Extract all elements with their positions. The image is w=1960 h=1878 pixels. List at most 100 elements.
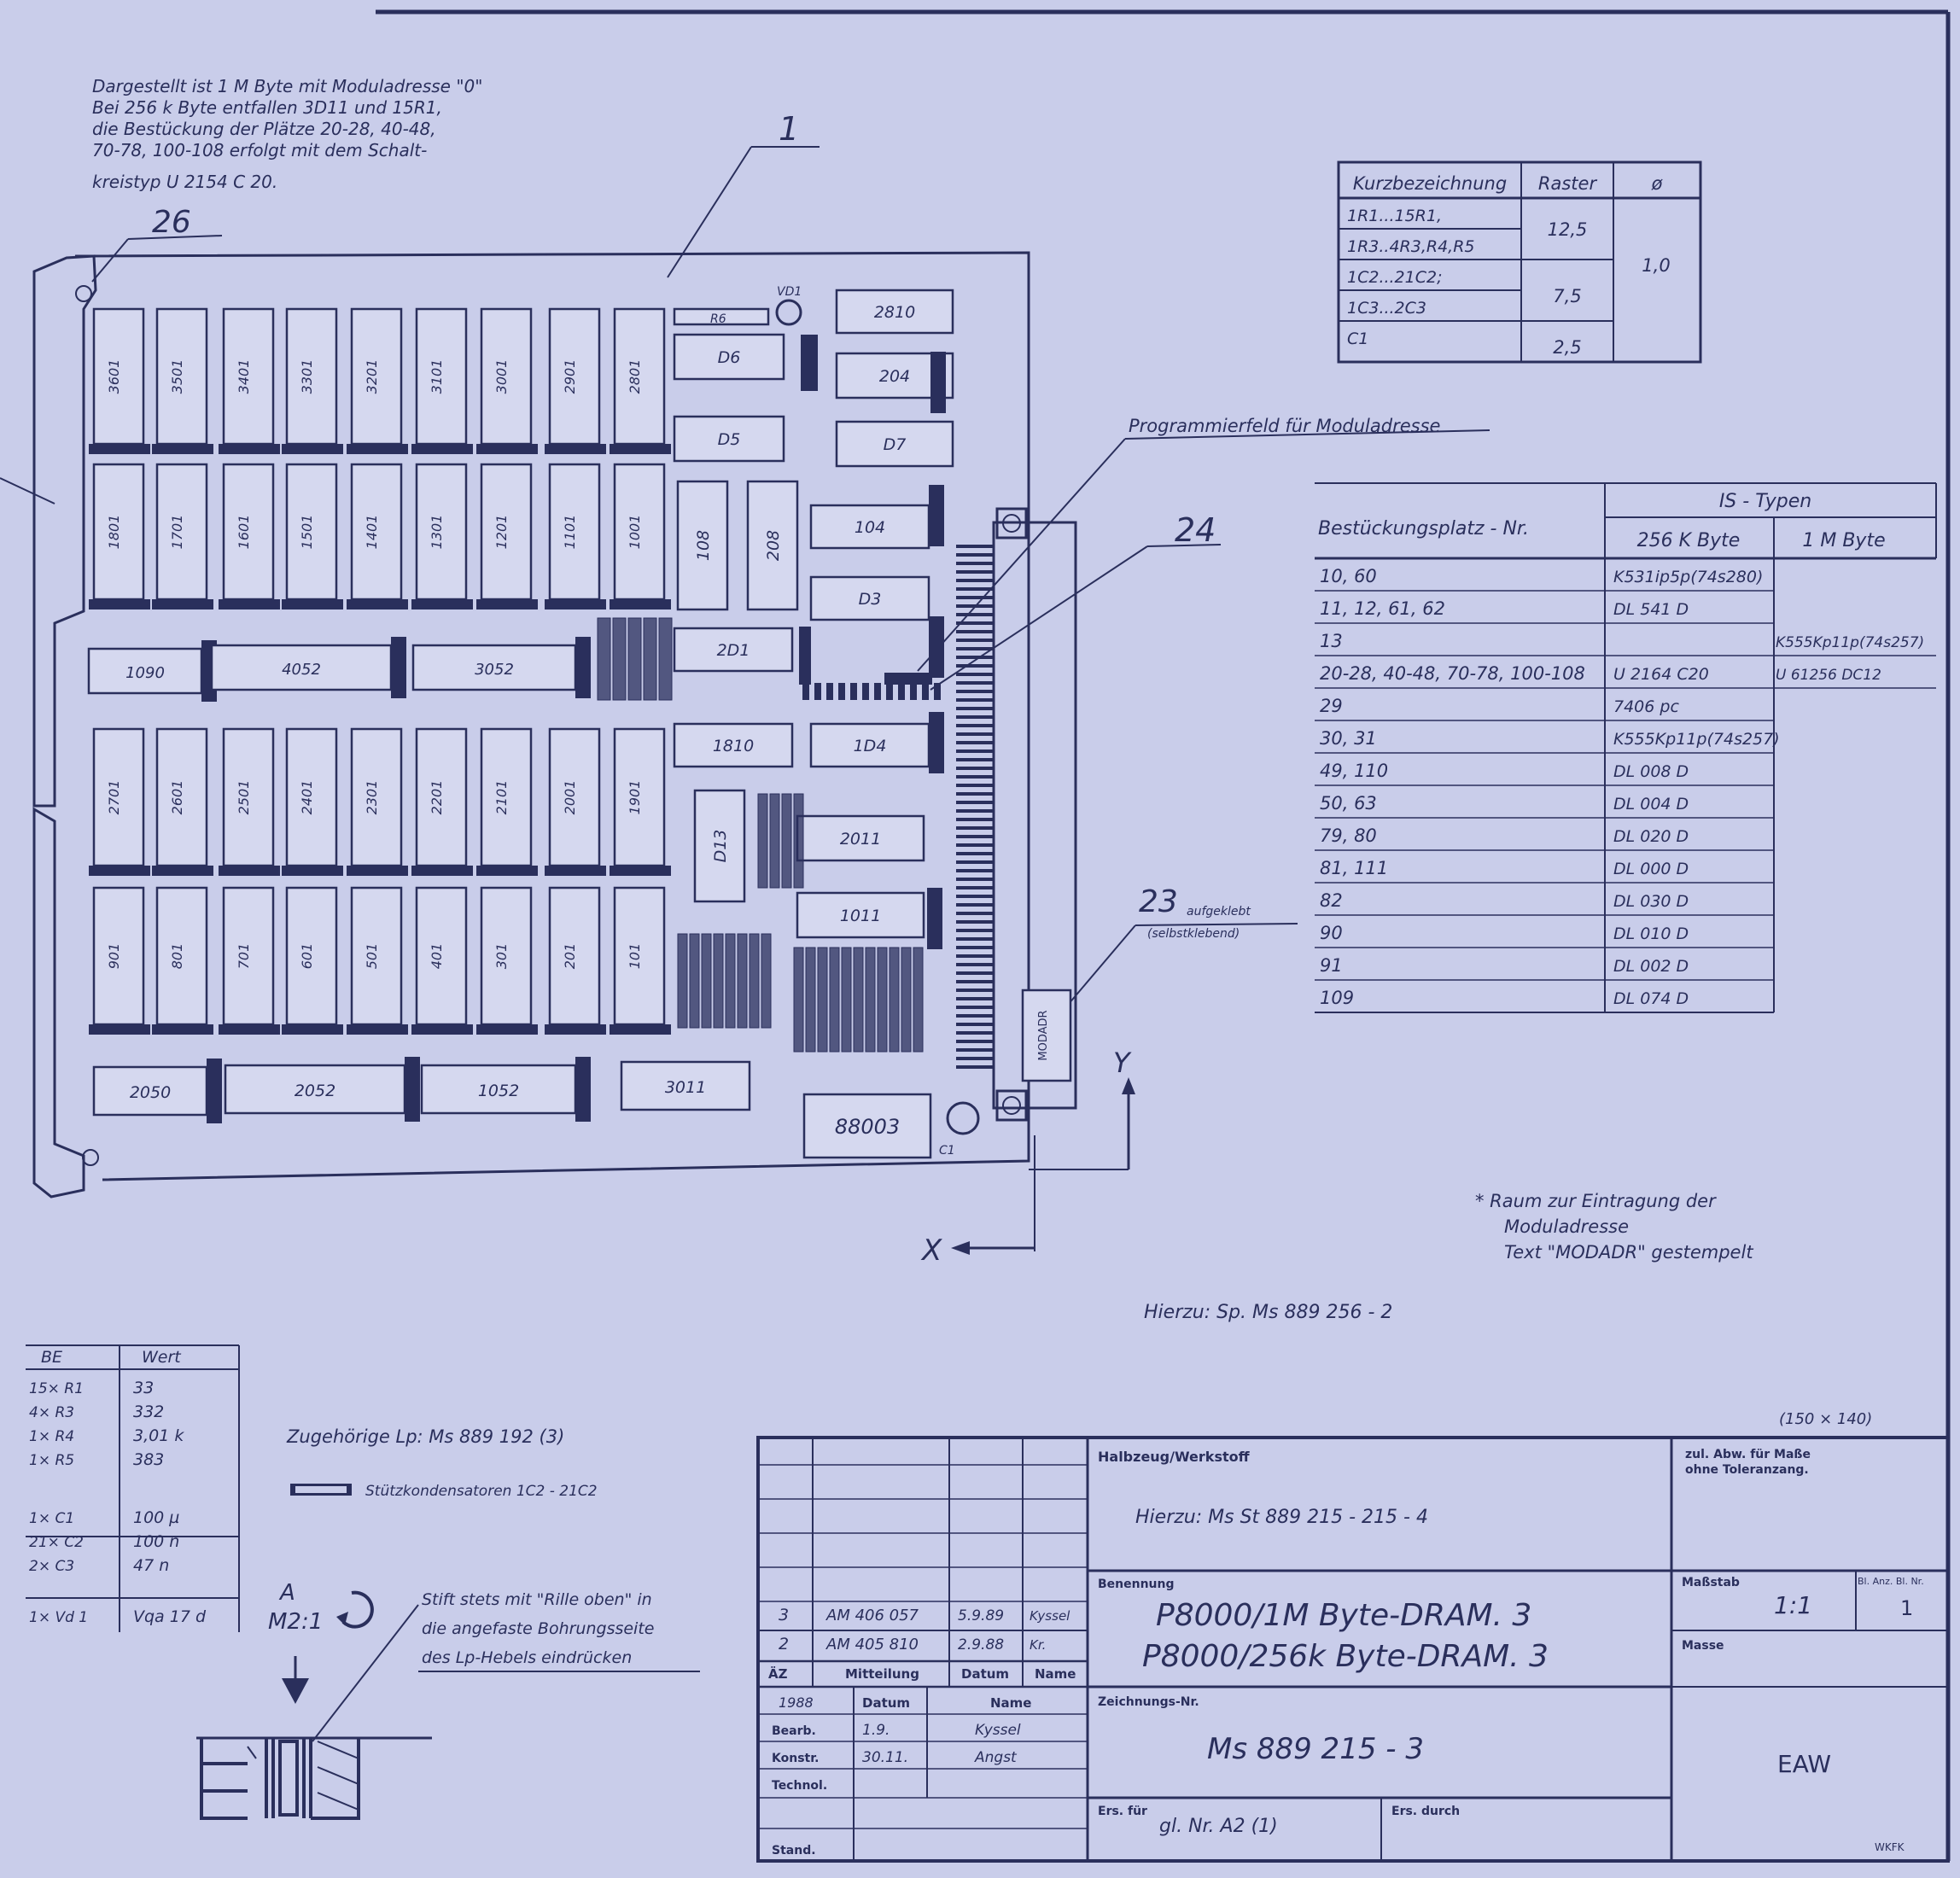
abw-label: ohne Toleranzang. xyxy=(1685,1463,1809,1477)
stuetz-label: Stützkondensatoren 1C2 - 21C2 xyxy=(365,1483,598,1500)
capacitor-strip: 3011 xyxy=(620,1060,751,1111)
stuetz-capacitor xyxy=(799,627,811,685)
chip-label: 4052 xyxy=(282,661,321,679)
chip-body xyxy=(415,463,468,601)
memory-chip: 1701 xyxy=(152,463,213,609)
memory-chip: 1601 xyxy=(219,463,280,609)
chip-label: 2201 xyxy=(429,780,445,815)
table-cell: 50, 63 xyxy=(1320,793,1377,814)
stuetz-capacitor xyxy=(152,444,213,454)
chip-body xyxy=(548,886,601,1026)
table-cell: DL 000 D xyxy=(1613,860,1689,878)
chip-label: 104 xyxy=(855,518,885,537)
stift-note-line: des Lp-Hebels eindrücken xyxy=(422,1648,632,1667)
table-cell: 90 xyxy=(1320,923,1343,943)
stuetz-capacitor xyxy=(347,1024,408,1035)
chip-label: 88003 xyxy=(835,1115,900,1139)
resistor-bank xyxy=(793,947,924,1053)
jumper-pin xyxy=(886,683,893,700)
table-cell: 109 xyxy=(1320,988,1354,1008)
table-cell: DL 010 D xyxy=(1613,924,1689,943)
company-name: EAW xyxy=(1777,1750,1831,1778)
chip-body xyxy=(809,504,930,550)
table-cell: 91 xyxy=(1320,955,1343,976)
chip-body xyxy=(673,415,785,463)
table-cell: 29 xyxy=(1320,696,1343,716)
resistor xyxy=(853,947,864,1053)
logic-chip: 104 xyxy=(809,504,930,550)
resistor xyxy=(769,793,780,889)
chip-body xyxy=(155,463,208,601)
table-cell: 12,5 xyxy=(1548,219,1588,240)
resistor xyxy=(841,947,852,1053)
diode-vd1 xyxy=(775,299,802,326)
table-header: 1 M Byte xyxy=(1802,530,1885,551)
revision-cell: AM 405 810 xyxy=(825,1636,919,1653)
chip-body xyxy=(673,627,794,673)
revision-header: Mitteilung xyxy=(845,1666,919,1682)
stuetz-capacitor xyxy=(391,637,406,698)
revision-header: Name xyxy=(1035,1666,1076,1682)
capacitor-strip: 3052 xyxy=(411,637,591,698)
callout-label: (selbstklebend) xyxy=(1147,927,1240,941)
callout-1: 1 xyxy=(667,110,820,278)
chip-label: 2301 xyxy=(364,780,380,815)
table-header: Raster xyxy=(1538,173,1598,194)
top-note-line: 70-78, 100-108 erfolgt mit dem Schalt- xyxy=(92,140,427,160)
chip-label: 1401 xyxy=(364,515,380,550)
resistor xyxy=(725,933,736,1029)
massstab-label: Maßstab xyxy=(1682,1576,1740,1589)
resistor xyxy=(793,947,804,1053)
stuetz-capacitor xyxy=(575,1057,591,1122)
bearb-header: Name xyxy=(990,1695,1031,1711)
ic-88003 xyxy=(802,1093,932,1159)
memory-chip: 2601 xyxy=(152,727,213,876)
chip-label: 601 xyxy=(299,943,315,970)
bearb-label: Bearb. xyxy=(772,1724,816,1738)
table-cell: 7406 pc xyxy=(1613,697,1679,716)
memory-chip: 301 xyxy=(476,886,538,1035)
table-cell: 100 n xyxy=(133,1532,179,1551)
stuetz-capacitor xyxy=(929,616,944,678)
memory-chip: 2401 xyxy=(282,727,343,876)
chip-label: 2101 xyxy=(493,780,510,815)
table-header: BE xyxy=(41,1348,62,1367)
table-header: Wert xyxy=(142,1348,182,1367)
stift-note-line: die angefaste Bohrungsseite xyxy=(422,1619,654,1638)
chip-label: 1810 xyxy=(713,737,754,755)
stuetz-capacitor xyxy=(219,599,280,609)
chip-label: 2501 xyxy=(236,780,252,815)
chip-label: R6 xyxy=(710,312,726,326)
table-cell: DL 074 D xyxy=(1613,989,1689,1008)
stuetz-capacitor xyxy=(476,1024,538,1035)
raum-note-line: Text "MODADR" gestempelt xyxy=(1504,1242,1753,1263)
abw-label: zul. Abw. für Maße xyxy=(1685,1448,1811,1461)
chip-body xyxy=(613,463,666,601)
stuetz-capacitor xyxy=(282,1024,343,1035)
chip-label: 3101 xyxy=(429,359,445,394)
moduladresse-label-plate xyxy=(1021,989,1072,1082)
memory-chip: 1501 xyxy=(282,463,343,609)
ers-durch-label: Ers. durch xyxy=(1391,1805,1460,1818)
chip-body xyxy=(285,886,338,1026)
resistor xyxy=(713,933,724,1029)
resistor-r6 xyxy=(673,307,770,326)
resistor xyxy=(901,947,912,1053)
resistor xyxy=(829,947,840,1053)
chip-label: 801 xyxy=(169,943,185,970)
chip-label: 1D4 xyxy=(854,737,887,755)
stuetz-capacitor xyxy=(411,866,473,876)
memory-chip: 2801 xyxy=(610,307,671,454)
table-header: 256 K Byte xyxy=(1637,530,1741,551)
stuetz-capacitor xyxy=(89,444,150,454)
memory-chip: 3101 xyxy=(411,307,473,454)
chip-label: 401 xyxy=(429,943,445,970)
logic-chip: D3 xyxy=(809,575,930,621)
halbzeug-label: Halbzeug/Werkstoff xyxy=(1098,1449,1251,1465)
stuetz-capacitor xyxy=(929,485,944,546)
stuetz-capacitor xyxy=(545,866,606,876)
raum-note-line: * Raum zur Eintragung der xyxy=(1475,1191,1717,1211)
logic-chip: 1D4 xyxy=(809,722,930,768)
